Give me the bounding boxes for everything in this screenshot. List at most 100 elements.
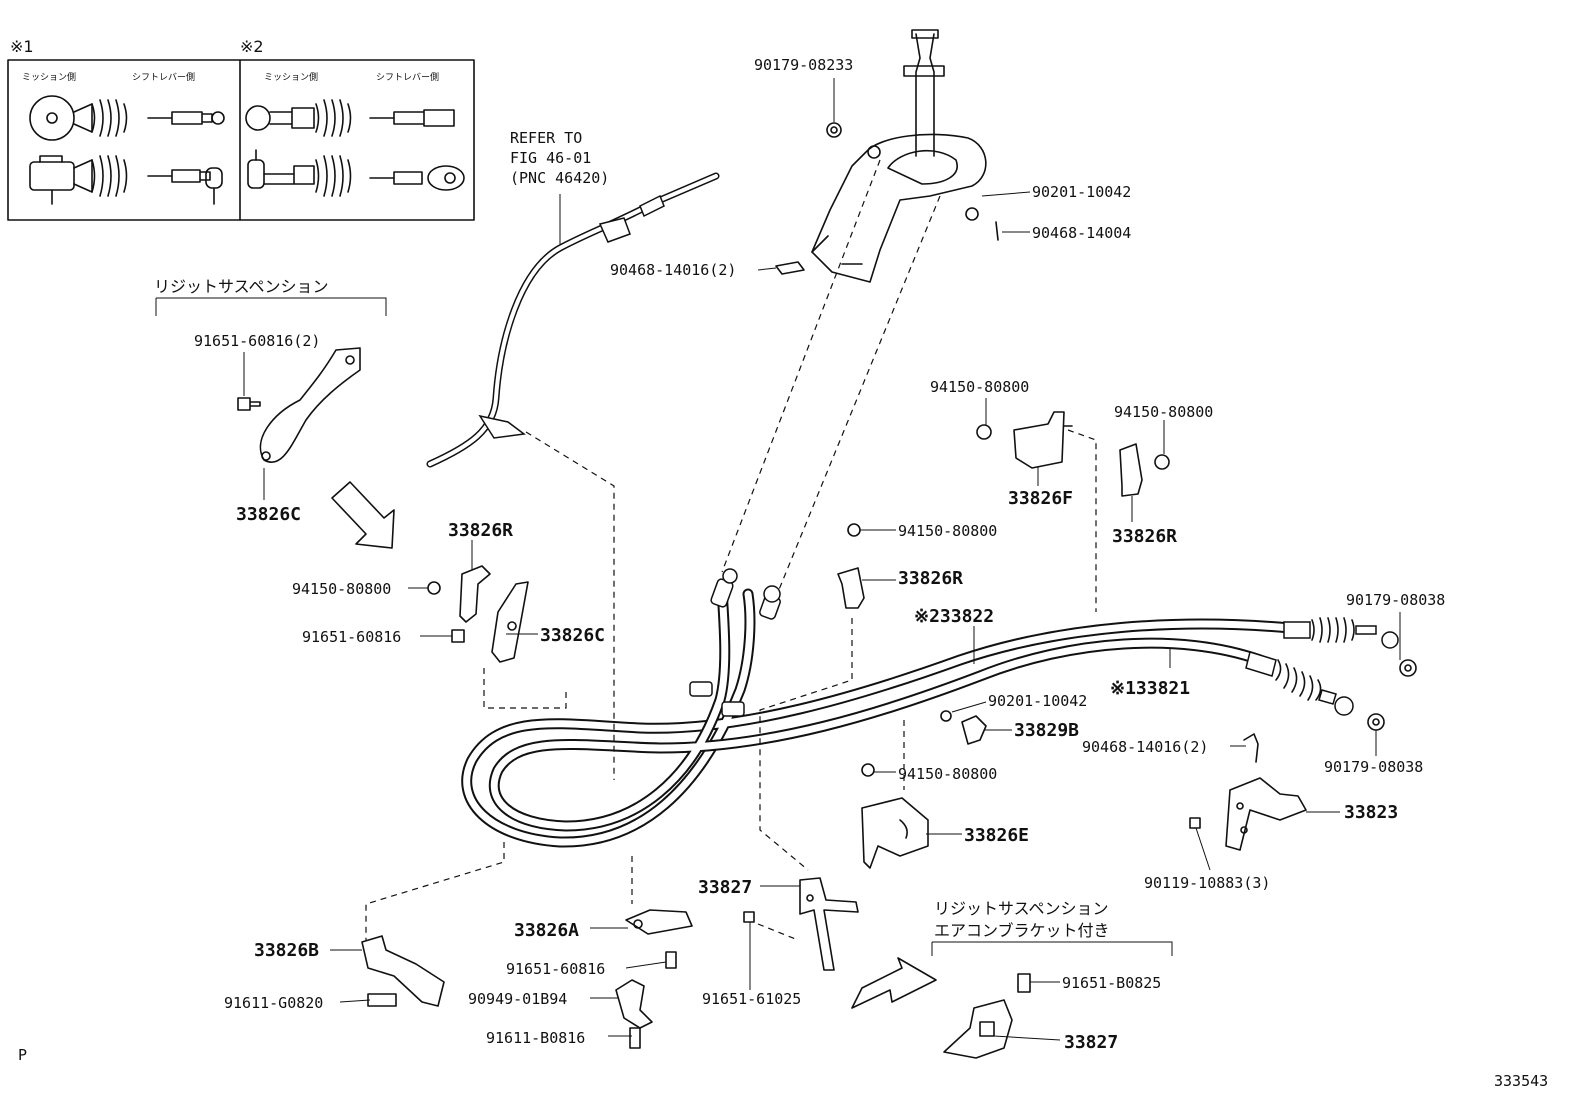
bolt-90119-10883: [1189, 817, 1201, 829]
page-mark: P: [18, 1046, 27, 1064]
bracket-33826E: [861, 797, 929, 869]
label-91651-B0825: 91651-B0825: [1062, 974, 1161, 992]
inset-mark-2: ※2: [240, 37, 264, 56]
label-33822: ※233822: [914, 606, 994, 627]
label-90201-10042-top: 90201-10042: [1032, 183, 1131, 201]
label-33829B: 33829B: [1014, 720, 1079, 741]
header-rigid-bottom-2: エアコンブラケット付き: [934, 921, 1110, 940]
label-33821: ※133821: [1110, 678, 1190, 699]
label-33827-low: 33827: [1064, 1032, 1118, 1053]
cable-33821-mission-end: [1245, 651, 1354, 716]
bracket-33826B: [361, 935, 445, 1007]
bolt-91651-B0825: [1017, 973, 1031, 993]
bracket-33826A: [625, 909, 693, 935]
cable-33821: [488, 584, 1266, 832]
label-33827-mid: 33827: [698, 877, 752, 898]
label-91611-B0816: 91611-B0816: [486, 1029, 585, 1047]
label-33826C-mid: 33826C: [540, 625, 605, 646]
inset-col-shift-2: シフトレバー側: [376, 71, 439, 83]
label-94150-80800-left: 94150-80800: [292, 580, 391, 598]
refer-line-2: FIG 46-01: [510, 149, 591, 167]
label-91611-G0820: 91611-G0820: [224, 994, 323, 1012]
bracket-33826F: [1013, 411, 1073, 469]
label-90179-08038-a: 90179-08038: [1346, 591, 1445, 609]
direction-arrow-left: [331, 481, 395, 549]
refer-line-3: (PNC 46420): [510, 169, 609, 187]
shift-lever-assembly: [811, 29, 987, 283]
label-91651-61025: 91651-61025: [702, 990, 801, 1008]
bracket-33827-low: [943, 999, 1013, 1059]
bracket-33826C-mid: [491, 581, 529, 663]
label-94150-80800-tr2: 94150-80800: [1114, 403, 1213, 421]
label-33823: 33823: [1344, 802, 1398, 823]
bracket-33823: [1225, 777, 1307, 851]
clip-90468-14016-right: [1243, 733, 1259, 763]
label-90468-14016-right: 90468-14016(2): [1082, 738, 1208, 756]
label-33826F: 33826F: [1008, 488, 1073, 509]
bracket-33826R-mid: [837, 567, 865, 609]
label-90468-14004: 90468-14004: [1032, 224, 1131, 242]
header-rigid-top: リジットサスペンション: [154, 277, 329, 296]
label-91651-60816-mid: 91651-60816: [302, 628, 401, 646]
bolt-91651-61025: [743, 911, 755, 923]
cable-33822-mission-end: [1283, 617, 1399, 649]
clamp-33829B: [961, 715, 987, 745]
bracket-33826R-right: [1119, 443, 1143, 497]
inset-g2-shift-end-a: [369, 109, 455, 127]
clip-90468-14016-top: [775, 261, 805, 275]
inset-g2-shift-end-b: [369, 165, 465, 191]
label-90119-10883: 90119-10883(3): [1144, 874, 1270, 892]
nut-90179-08038-b: [1367, 713, 1385, 731]
nut-94150-80800-mid: [847, 523, 861, 537]
refer-line-1: REFER TO: [510, 129, 582, 147]
label-33826C-top: 33826C: [236, 504, 301, 525]
label-33826R-left: 33826R: [448, 520, 513, 541]
inset-col-mission-1: ミッション側: [22, 71, 76, 83]
dashed-guides: [365, 429, 1097, 941]
label-33826B: 33826B: [254, 940, 319, 961]
bolt-91611-G0820: [367, 993, 397, 1007]
cable-33822: [461, 588, 1296, 848]
cable-lever-ends: [689, 568, 781, 717]
inset-g2-mission-end-b: [247, 149, 352, 197]
inset-frame: [7, 59, 475, 221]
label-90179-08038-b: 90179-08038: [1324, 758, 1423, 776]
label-94150-80800-tr1: 94150-80800: [930, 378, 1029, 396]
bolt-91651-60816-top: [237, 397, 261, 411]
bracket-33826C-top: [259, 347, 361, 463]
nut-90179-08038-a: [1399, 659, 1417, 677]
bolt-91651-60816-low: [665, 951, 677, 969]
clamp-90949-01B94: [615, 979, 653, 1029]
inset-mark-1: ※1: [10, 37, 34, 56]
inset-col-shift-1: シフトレバー側: [132, 71, 195, 83]
label-90201-10042-mid: 90201-10042: [988, 692, 1087, 710]
label-90179-08233: 90179-08233: [754, 56, 853, 74]
bolt-91651-60816-mid: [451, 629, 465, 643]
nut-94150-80800-tr1: [976, 424, 992, 440]
label-33826R-right: 33826R: [1112, 526, 1177, 547]
dash-lever-b: [777, 195, 941, 593]
figure-id: 333543: [1494, 1072, 1548, 1090]
pin-90468-14004: [995, 221, 999, 241]
direction-arrow-bottom: [851, 957, 937, 1009]
washer-90201-10042-top: [965, 207, 979, 221]
label-33826E: 33826E: [964, 825, 1029, 846]
nut-90179-08233: [826, 122, 842, 138]
label-90949-01B94: 90949-01B94: [468, 990, 567, 1008]
inset-panel: ※1 ※2 ミッション側 シフトレバー側 ミッション側 シフトレバー側: [7, 37, 475, 221]
label-91651-60816-2: 91651-60816(2): [194, 332, 320, 350]
dash-lever-a: [721, 159, 881, 573]
label-94150-80800-low: 94150-80800: [898, 765, 997, 783]
bracket-33827-mid: [799, 877, 859, 971]
washer-90201-10042-mid: [940, 710, 952, 722]
label-33826R-mid: 33826R: [898, 568, 963, 589]
leader-lines: [155, 78, 1401, 1041]
part-labels: REFER TO FIG 46-01 (PNC 46420) リジットサスペンシ…: [18, 56, 1548, 1090]
header-rigid-bottom-1: リジットサスペンション: [934, 899, 1109, 918]
label-33826A: 33826A: [514, 920, 579, 941]
nut-94150-80800-low: [861, 763, 875, 777]
inset-g1-shift-end-b: [147, 167, 223, 205]
bracket-33826R-left: [459, 565, 491, 623]
inset-g1-mission-end-b: [29, 155, 128, 205]
nut-94150-80800-left: [427, 581, 441, 595]
